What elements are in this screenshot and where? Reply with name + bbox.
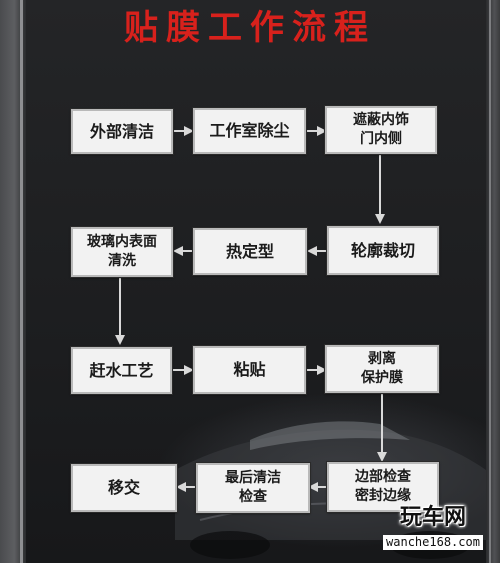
left-frame <box>0 0 26 563</box>
watermark-brand: 玩车网 <box>399 505 466 530</box>
step-final-cleaning-check: 最后清洁 检查 <box>195 462 311 514</box>
diagram-title: 贴膜工作流程 <box>124 8 376 48</box>
right-frame <box>486 0 500 563</box>
step-exterior-cleaning: 外部清洁 <box>70 108 174 155</box>
step-apply-film: 粘贴 <box>192 345 307 395</box>
step-peel-protective-film: 剥离 保护膜 <box>324 344 440 394</box>
step-water-squeegee: 赶水工艺 <box>70 346 173 395</box>
watermark-url: wanche168.com <box>383 535 483 550</box>
step-contour-cutting: 轮廓裁切 <box>326 225 440 276</box>
step-studio-dust-removal: 工作室除尘 <box>192 107 307 155</box>
step-heat-shaping: 热定型 <box>192 227 308 276</box>
step-handover: 移交 <box>70 463 178 513</box>
step-edge-check-seal: 边部检查 密封边缘 <box>326 461 440 513</box>
step-inner-glass-cleaning: 玻璃内表面 清洗 <box>70 226 174 278</box>
watermark: 玩车网 wanche168.com <box>378 505 488 550</box>
step-mask-interior-door: 遮蔽内饰 门内侧 <box>324 105 438 155</box>
